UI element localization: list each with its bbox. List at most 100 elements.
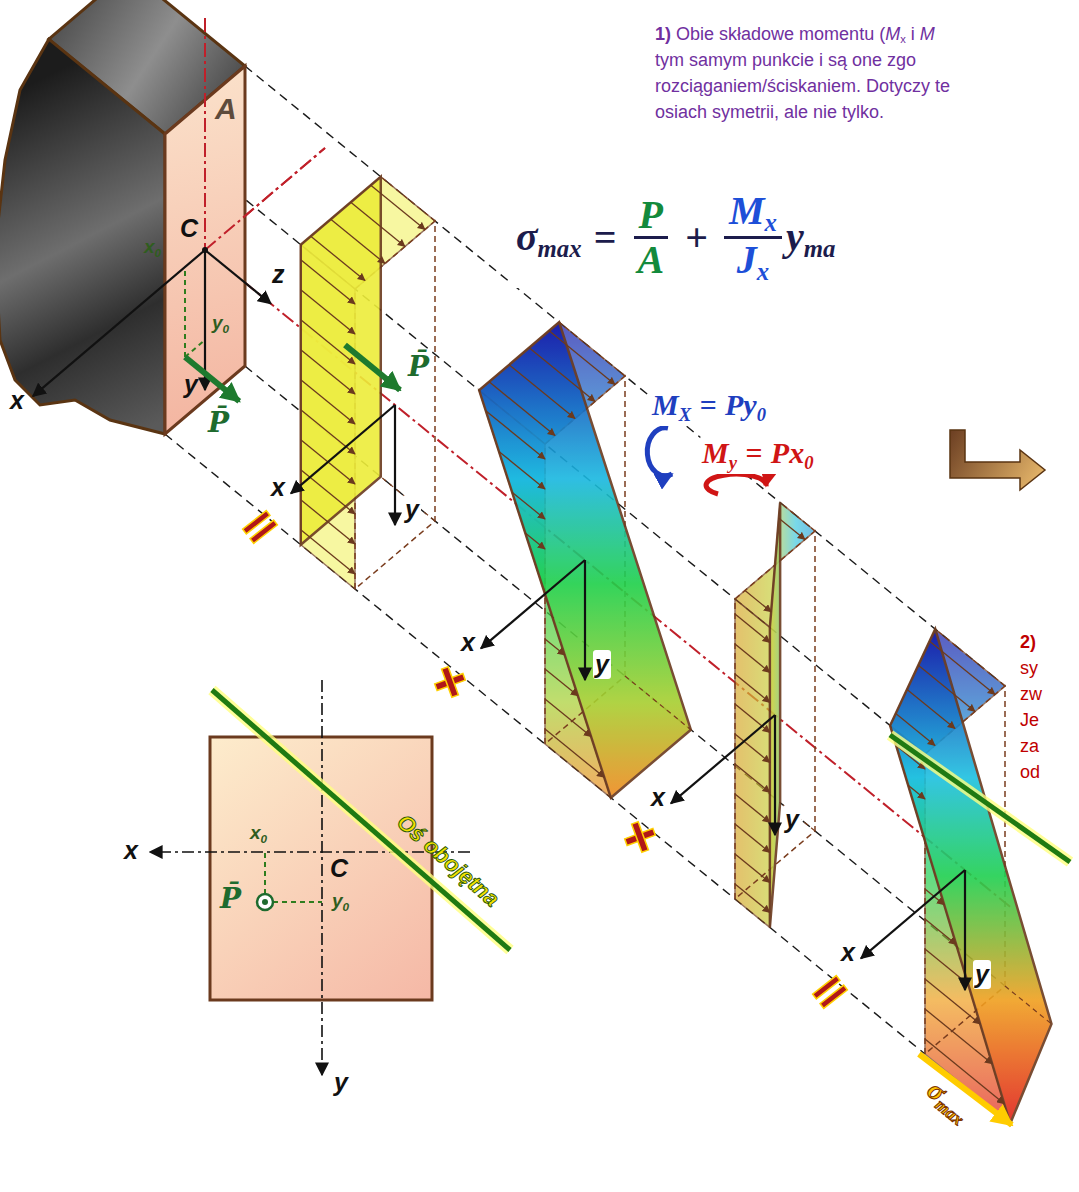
force-point-dot <box>262 899 268 905</box>
stress-arrow <box>545 639 565 655</box>
clamped-wall <box>0 0 325 434</box>
centroid-label-text: C <box>330 854 348 882</box>
axis-label: x <box>839 938 857 967</box>
note-text: rozciąganiem/ściskaniem. Dotyczy te <box>655 76 950 97</box>
note-text: tym samym punkcie i są one zgo <box>655 50 916 71</box>
neutral-axis-glow <box>212 690 510 950</box>
stress-arrow <box>735 854 770 882</box>
stress-arrow <box>925 1009 992 1064</box>
stress-arrow <box>925 949 968 984</box>
stress-arrow <box>301 350 355 394</box>
stress-arrow <box>301 410 355 454</box>
stress-arrow <box>499 451 545 489</box>
stress-side <box>735 599 770 927</box>
stress-arrow <box>735 674 770 702</box>
moment-arrows <box>647 428 766 494</box>
section-view <box>150 680 510 1075</box>
offset-line <box>273 901 322 903</box>
stress-edge <box>559 322 625 376</box>
note-text: za <box>1020 736 1039 757</box>
axis-label-text: x <box>271 473 285 501</box>
stress-arrow <box>525 533 545 549</box>
formula-fraction: PA <box>632 194 669 281</box>
axis-label: y <box>783 805 801 834</box>
offset-label-text: 0 <box>261 832 268 845</box>
result-arrow-icon <box>950 430 1045 490</box>
stress-arrow <box>301 530 355 574</box>
force-label: P̄ <box>408 350 429 383</box>
stress-arrow <box>735 794 770 822</box>
stress-arrow <box>529 348 595 402</box>
formula-fraction: MxJx <box>724 190 782 286</box>
force-label-text: P̄ <box>220 882 241 915</box>
axis-label: y <box>593 650 611 679</box>
axis-label-text: x <box>841 938 855 966</box>
axis-label-text: x <box>461 628 475 656</box>
plus-bar <box>442 667 459 698</box>
neutral-axis-glow <box>890 735 1070 862</box>
stress-arrow <box>512 492 545 519</box>
stress-arrow <box>930 641 995 694</box>
formula-operator: + <box>685 214 708 261</box>
formula-term: yma <box>786 213 835 263</box>
axis-line <box>321 680 323 1075</box>
moment-label-text: x <box>789 436 804 469</box>
axis-label-text: y <box>785 805 799 833</box>
fraction-numerator: P <box>634 194 668 239</box>
stress-arrow <box>735 884 770 912</box>
moment-label-text: P <box>725 388 743 421</box>
note-text-text: 2) <box>1020 632 1036 652</box>
stress-arrow <box>549 331 615 385</box>
offset-label-text: y <box>332 890 343 911</box>
note-text-text: za <box>1020 736 1039 756</box>
note-text: 2) <box>1020 632 1036 653</box>
stress-arrow <box>735 644 770 672</box>
section-label-text: A <box>215 92 237 125</box>
formula-symbol: A <box>637 237 664 282</box>
axis-label: x <box>124 836 138 865</box>
offset-label-text: y <box>212 312 223 333</box>
stress-arrow <box>545 729 604 777</box>
stress-edge <box>1005 986 1051 1024</box>
force-label-text: P̄ <box>408 350 429 383</box>
force-arrow <box>185 357 239 401</box>
axis-arrow <box>394 405 396 525</box>
stress-arrow <box>907 689 955 728</box>
stress-prism <box>479 322 691 797</box>
formula-symbol: P <box>639 192 663 237</box>
offset-label: y0 <box>212 312 229 335</box>
neutral-axis <box>890 735 1070 862</box>
note-text-text: tym samym punkcie i są one zgo <box>655 50 916 70</box>
formula-subscript: x <box>765 209 777 236</box>
note-text: od <box>1020 762 1040 783</box>
axis-label-text: y <box>405 495 419 523</box>
offset-label-text: x <box>144 236 155 257</box>
note-text: sy <box>1020 658 1038 679</box>
moment-label-text: 0 <box>804 452 813 473</box>
centroid-label: C <box>330 854 348 883</box>
note-text: 1)Obie składowe momentu (MxiM <box>655 24 935 45</box>
moment-label-text: = <box>699 388 716 421</box>
section-label: A <box>215 92 237 126</box>
force-label: P̄ <box>208 406 229 439</box>
note-text: osiach symetrii, ale nie tylko. <box>655 102 884 123</box>
fraction-numerator: Mx <box>724 190 782 239</box>
stress-edge <box>381 177 435 221</box>
plus-symbol <box>431 663 469 701</box>
symmetry-axis <box>205 148 325 250</box>
formula-symbol: σ <box>516 214 538 259</box>
offset-label-text: x <box>250 822 261 843</box>
stress-arrow <box>908 785 925 799</box>
centroid-label-text: C <box>180 214 198 242</box>
stress-arrow <box>301 470 355 514</box>
stress-arrow <box>351 202 405 246</box>
force-point <box>257 894 273 910</box>
note-text: Je <box>1020 710 1039 731</box>
section-rectangle <box>210 737 432 1000</box>
equals-bar <box>250 520 277 543</box>
offset-label-text: 0 <box>343 900 350 913</box>
stress-arrow <box>918 665 975 711</box>
axis-label: x <box>269 473 287 502</box>
